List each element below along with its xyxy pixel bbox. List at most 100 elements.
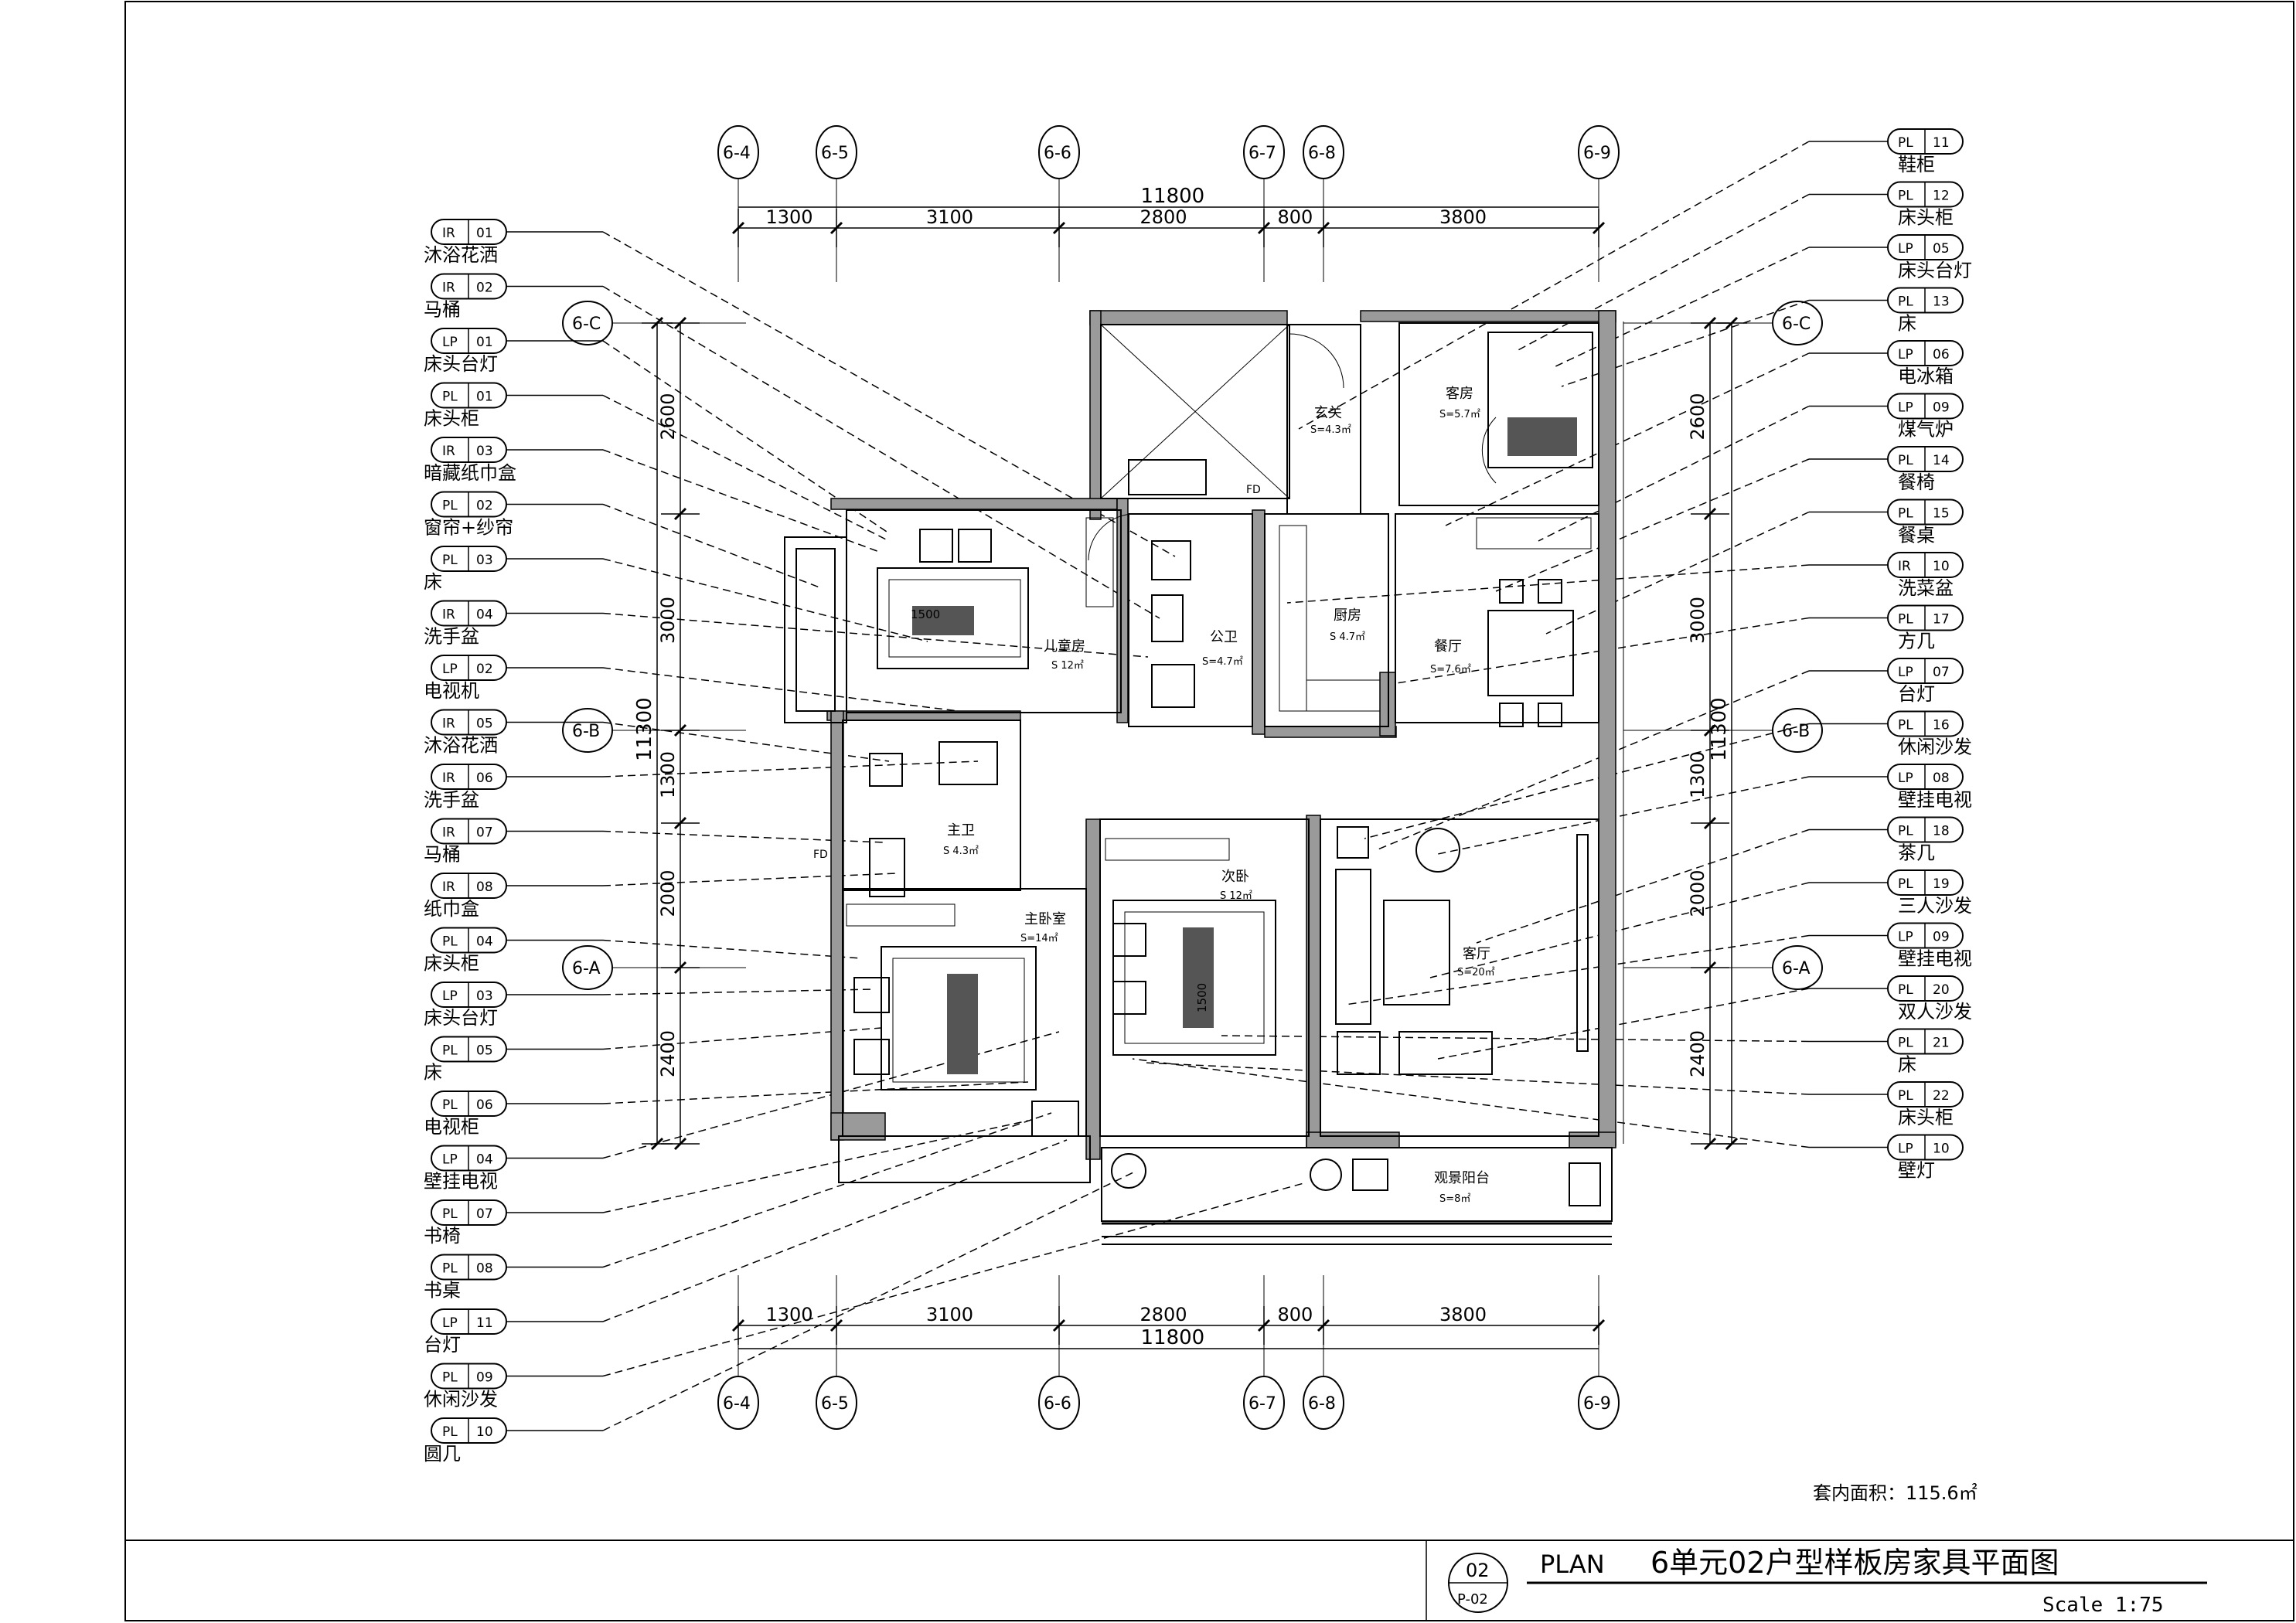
room-name-master-bed: 主卧室: [1024, 911, 1066, 927]
dim-bottom-segment: 800: [1278, 1304, 1313, 1325]
tag-label: 床头台灯: [1898, 260, 1972, 281]
tag-number: 21: [1933, 1036, 1950, 1051]
tag-number: 07: [476, 1206, 493, 1222]
tag-code: LP: [1898, 1142, 1913, 1157]
title-main: 6单元02户型样板房家具平面图: [1650, 1546, 2059, 1580]
grid-label-top: 6-4: [723, 144, 751, 163]
tag-code: PL: [1898, 1036, 1913, 1051]
grid-label-bottom: 6-9: [1583, 1394, 1611, 1414]
tag-label: 床头柜: [424, 408, 479, 430]
grid-label-right: 6-C: [1782, 315, 1811, 334]
tag-label: 床: [424, 571, 442, 593]
tag-number: 12: [1933, 189, 1950, 204]
tag-code: PL: [1898, 294, 1913, 310]
tag-code: PL: [1898, 1088, 1913, 1104]
tag-code: IR: [442, 716, 455, 732]
tag-code: LP: [1898, 241, 1913, 257]
tag-label: 床头柜: [1898, 207, 1954, 229]
room-name-kids: 儿童房: [1044, 638, 1085, 655]
tag-label: 书椅: [424, 1225, 461, 1247]
tag-number: 07: [1933, 665, 1950, 680]
room-labels: 玄关 S=4.3㎡ 客房 S=5.7㎡ 儿童房 S 12㎡ 公卫 S=4.7㎡ …: [813, 386, 1495, 1205]
tag-label: 床: [424, 1062, 442, 1084]
tag-number: 07: [476, 825, 493, 841]
room-name-kitchen: 厨房: [1334, 607, 1361, 624]
tag-code: PL: [1898, 824, 1913, 839]
tag-number: 08: [476, 880, 493, 895]
tag-label: 马桶: [424, 844, 461, 866]
tag-label: 床头柜: [1898, 1107, 1954, 1128]
room-name-second-bed: 次卧: [1221, 869, 1249, 885]
tag-number: 01: [476, 390, 493, 405]
tag-code: PL: [442, 1043, 458, 1059]
dim-top-segment: 3100: [926, 206, 973, 228]
tag-label: 电视柜: [424, 1116, 479, 1138]
dim-bottom-segment: 2800: [1140, 1304, 1187, 1325]
dim-right-segment: 2400: [1687, 1030, 1708, 1077]
tag-code: IR: [442, 880, 455, 895]
room-area-entry: S=4.3㎡: [1310, 424, 1351, 436]
dim-left-segment: 1300: [657, 751, 679, 798]
tag-code: PL: [1898, 612, 1913, 628]
exterior-walls: [826, 310, 1616, 1160]
grid-label-bottom: 6-7: [1248, 1394, 1276, 1414]
tag-code: LP: [442, 335, 458, 350]
tag-label: 窗帘+纱帘: [424, 517, 513, 539]
tag-label: 台灯: [424, 1334, 461, 1356]
tag-code: PL: [442, 1370, 458, 1386]
tag-code: IR: [442, 607, 455, 623]
grid-label-bottom: 6-6: [1044, 1394, 1071, 1414]
tag-number: 08: [1933, 771, 1950, 786]
dim-total: 11800: [1141, 185, 1205, 208]
tag-number: 04: [476, 607, 493, 623]
dim-right-segment: 1300: [1687, 751, 1708, 798]
tag-label: 鞋柜: [1898, 154, 1935, 175]
tag-code: PL: [1898, 135, 1913, 151]
tag-code: LP: [1898, 665, 1913, 680]
tag-code: IR: [442, 444, 455, 459]
building-plan: [784, 310, 1624, 1245]
tag-label: 床头台灯: [424, 353, 498, 375]
tag-right: PL 15 餐桌: [1887, 498, 1964, 546]
tag-code: LP: [1898, 771, 1913, 786]
tag-number: 13: [1933, 294, 1950, 310]
tag-code: LP: [442, 988, 458, 1004]
tag-code: IR: [442, 771, 455, 786]
tag-label: 床: [1898, 313, 1916, 335]
tag-left: PL 07 书椅: [424, 1199, 507, 1247]
tag-number: 09: [1933, 930, 1950, 945]
tag-number: 15: [1933, 506, 1950, 522]
tag-number: 03: [476, 553, 493, 568]
room-name-guest: 客房: [1446, 386, 1473, 402]
grid-label-left: 6-C: [572, 315, 601, 334]
tag-code: PL: [442, 1206, 458, 1222]
tag-number: 16: [1933, 718, 1950, 733]
tag-code: PL: [442, 1261, 458, 1277]
fd-label-2: FD: [813, 849, 828, 861]
dim-right-segment: 2600: [1687, 393, 1708, 440]
tag-label: 餐桌: [1898, 525, 1935, 546]
title-sheet: P-02: [1457, 1591, 1488, 1608]
tag-number: 06: [476, 771, 493, 786]
dim-top-segment: 1300: [766, 206, 813, 228]
tag-label: 壁灯: [1898, 1160, 1935, 1182]
tag-code: PL: [1898, 506, 1913, 522]
dim-right-segment: 3000: [1687, 597, 1708, 644]
